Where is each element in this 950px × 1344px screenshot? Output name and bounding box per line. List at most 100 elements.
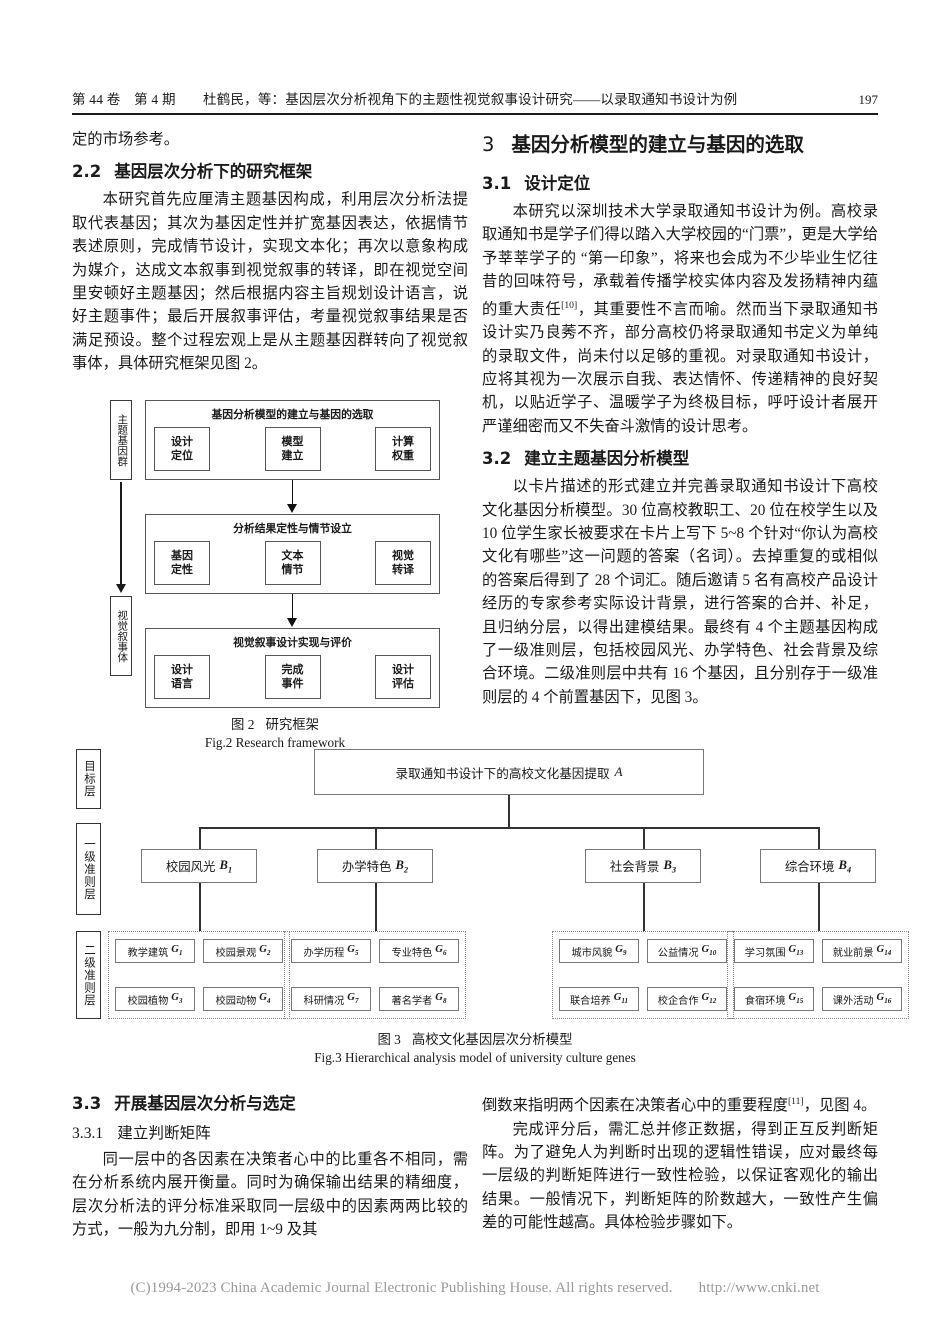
cell-line-2: 事件	[281, 677, 304, 690]
paragraph-2-2: 本研究首先应厘清主题基因构成，利用层次分析法提取代表基因；其次为基因定性并扩宽基…	[72, 191, 468, 373]
running-head-text: 第 44 卷 第 4 期 杜鹤民，等：基因层次分析视角下的主题性视觉叙事设计研究…	[72, 92, 738, 107]
criteria-symbol: B1	[219, 857, 233, 875]
sub-symbol: G6	[435, 944, 447, 958]
figure-3-axis: 目标层 一级准则层 二级准则层	[72, 745, 106, 1025]
link-b1-g	[199, 883, 201, 931]
footer-url[interactable]: http://www.cnki.net	[698, 1280, 820, 1296]
figure-2-arrow-1	[145, 480, 440, 514]
stage-cell: 视觉 转译	[375, 541, 431, 585]
level1-bus-line	[199, 827, 818, 829]
paragraph-3-1-part-b: ，其重要性不言而喻。然而当下录取通知书设计实乃良莠不齐，部分高校仍将录取通知书定…	[482, 300, 878, 435]
stage-2-cells: 基因 定性 文本 情节 视觉 转译	[154, 541, 431, 585]
footer-copyright: (C)1994-2023 China Academic Journal Elec…	[130, 1280, 673, 1296]
paragraph-continued: 定的市场参考。	[72, 131, 180, 148]
sub-text: 著名学者	[391, 995, 433, 1007]
cell-line-2: 转译	[392, 563, 414, 576]
heading-3-title: 基因分析模型的建立与基因的选取	[511, 133, 804, 156]
sub-text: 校企合作	[657, 995, 699, 1007]
cell-line-1: 文本	[281, 549, 304, 563]
cell-line-1: 计算	[392, 435, 414, 449]
criteria-text: 校园风光	[165, 859, 216, 874]
cell-line-1: 设计	[171, 435, 193, 449]
sub-symbol: G9	[615, 944, 627, 958]
heading-2-2-number: 2.2	[72, 162, 102, 182]
sub-symbol: G7	[347, 992, 359, 1006]
figure-2-axis-bottom-label: 视觉叙事体	[110, 596, 132, 676]
criteria-text: 办学特色	[341, 859, 392, 874]
heading-3-3-title: 开展基因层次分析与选定	[114, 1094, 296, 1113]
sub-symbol: G2	[259, 944, 271, 958]
heading-3-1-title: 设计定位	[524, 174, 591, 193]
criteria-symbol: B4	[838, 857, 852, 875]
header-rule	[72, 113, 878, 115]
heading-3-number: 3	[482, 133, 495, 156]
sub-text: 教学建筑	[127, 947, 169, 959]
heading-2-2: 2.2 基因层次分析下的研究框架	[72, 158, 468, 182]
reference-11: [11]	[787, 1096, 804, 1107]
left-column: 定的市场参考。 2.2 基因层次分析下的研究框架 本研究首先应厘清主题基因构成，利…	[72, 128, 468, 376]
stage-cell: 文本 情节	[264, 541, 321, 585]
sub-symbol: G1	[171, 944, 183, 958]
paragraph-3-3-intro: 倒数来指明两个因素在决策者心中的重要程度[11]，见图 4。	[482, 1090, 878, 1118]
sub-text: 城市风貌	[571, 947, 613, 959]
criteria-symbol: B2	[395, 857, 409, 875]
criteria-text: 综合环境	[784, 859, 835, 874]
sub-symbol: G14	[876, 944, 892, 958]
sub-symbol: G15	[788, 992, 804, 1006]
arrow-head-icon	[287, 504, 297, 513]
sub-text: 专业特色	[391, 947, 433, 959]
cell-line-2: 建立	[281, 449, 304, 462]
figure-2-title-cn: 研究框架	[265, 717, 319, 732]
cell-line-2: 语言	[171, 677, 193, 690]
heading-2-2-title: 基因层次分析下的研究框架	[114, 162, 313, 182]
stage-1-cells: 设计 定位 模型 建立 计算 权重	[154, 427, 431, 471]
figure-2-arrow-2	[145, 594, 440, 628]
cell-line-2: 定位	[171, 449, 193, 462]
footer: (C)1994-2023 China Academic Journal Elec…	[0, 1280, 950, 1297]
heading-3-2-number: 3.2	[482, 449, 512, 469]
heading-3-3-number: 3.3	[72, 1094, 102, 1113]
arrow-head-icon	[287, 618, 297, 627]
figure-2-axis: 主题基因群 视觉叙事体	[110, 400, 138, 708]
cell-line-1: 基因	[171, 549, 193, 563]
sub-text: 校园景观	[215, 947, 257, 959]
sub-symbol: G13	[788, 944, 804, 958]
heading-3-3-1-title: 建立判断矩阵	[117, 1125, 211, 1142]
goal-text: 录取通知书设计下的高校文化基因提取	[395, 765, 610, 781]
figure-2-body: 主题基因群 视觉叙事体 基因分析模型的建立与基因的选取 设计 定位 模型 建立	[110, 400, 440, 708]
stage-cell: 设计 定位	[154, 427, 210, 471]
figure-3-axis-level1-label: 一级准则层	[76, 823, 101, 915]
sub-text: 办学历程	[303, 947, 345, 959]
sub-symbol: G12	[701, 992, 717, 1006]
page-number: 197	[858, 92, 879, 107]
stage-cell: 基因 定性	[154, 541, 210, 585]
stage-1-title: 基因分析模型的建立与基因的选取	[211, 408, 374, 421]
heading-3-3-1-number: 3.3.1	[72, 1125, 104, 1142]
link-b3-g	[643, 883, 645, 931]
criteria-text: 社会背景	[609, 859, 660, 874]
drop-b3	[643, 827, 645, 849]
right-column-lower: 倒数来指明两个因素在决策者心中的重要程度[11]，见图 4。 完成评分后，需汇总…	[482, 1090, 878, 1235]
heading-3-2-title: 建立主题基因分析模型	[524, 449, 690, 469]
sub-symbol: G16	[876, 992, 892, 1006]
arrow-line	[291, 480, 294, 506]
sub-text: 公益情况	[657, 947, 699, 959]
